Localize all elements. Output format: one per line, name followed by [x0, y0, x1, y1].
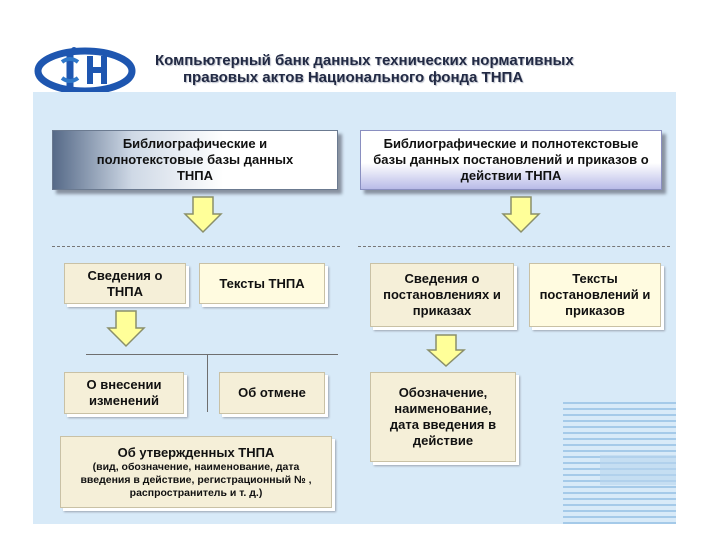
box-oboznachenie-label: Обозначение, наименование, дата введения… [389, 385, 497, 448]
divider-right [358, 246, 670, 247]
box-bibliographic-tnpa-label: Библиографические и полнотекстовые базы … [96, 136, 294, 183]
box-bibliographic-orders: Библиографические и полнотекстовые базы … [360, 130, 662, 190]
box-svedeniya-tnpa: Сведения о ТНПА [64, 263, 186, 304]
title-line-1: Компьютерный банк данных технических нор… [155, 52, 574, 69]
branch-line [86, 354, 338, 355]
box-teksty-tnpa-label: Тексты ТНПА [219, 275, 305, 291]
divider-left [52, 246, 340, 247]
box-oboznachenie: Обозначение, наименование, дата введения… [370, 372, 516, 462]
box-teksty-postanovleniy-label: Тексты постановлений и приказов [539, 271, 651, 318]
box-ob-otmene-label: Об отмене [238, 385, 306, 400]
box-bibliographic-orders-label: Библиографические и полнотекстовые базы … [373, 136, 649, 183]
box-teksty-tnpa: Тексты ТНПА [199, 263, 325, 304]
box-svedeniya-tnpa-label: Сведения о ТНПА [87, 267, 163, 299]
box-svedeniya-postanovleniyah-label: Сведения о постановлениях и приказах [383, 271, 501, 318]
box-o-vnesenii-label: О внесении изменений [86, 377, 162, 408]
arrow-down-icon [106, 310, 146, 348]
title-line-2: правовых актов Национального фонда ТНПА [183, 69, 524, 86]
branch-line-vertical [207, 354, 208, 412]
box-teksty-postanovleniy: Тексты постановлений и приказов [529, 263, 661, 327]
arrow-down-icon [501, 196, 541, 234]
decorative-document-image-overlay [600, 455, 676, 485]
box-ob-utverzhdennyh: Об утвержденных ТНПА (вид, обозначение, … [60, 436, 332, 508]
box-ob-otmene: Об отмене [219, 372, 325, 414]
box-svedeniya-postanovleniyah: Сведения о постановлениях и приказах [370, 263, 514, 327]
box-o-vnesenii: О внесении изменений [64, 372, 184, 414]
box-ob-utverzhdennyh-title: Об утвержденных ТНПА [117, 444, 275, 460]
box-bibliographic-tnpa: Библиографические и полнотекстовые базы … [52, 130, 338, 190]
box-ob-utverzhdennyh-detail: (вид, обозначение, наименование, дата вв… [80, 460, 312, 499]
arrow-down-icon [426, 334, 466, 368]
header [0, 0, 720, 92]
arrow-down-icon [183, 196, 223, 234]
page-title: Компьютерный банк данных технических нор… [155, 52, 695, 86]
national-fund-logo [34, 47, 136, 95]
